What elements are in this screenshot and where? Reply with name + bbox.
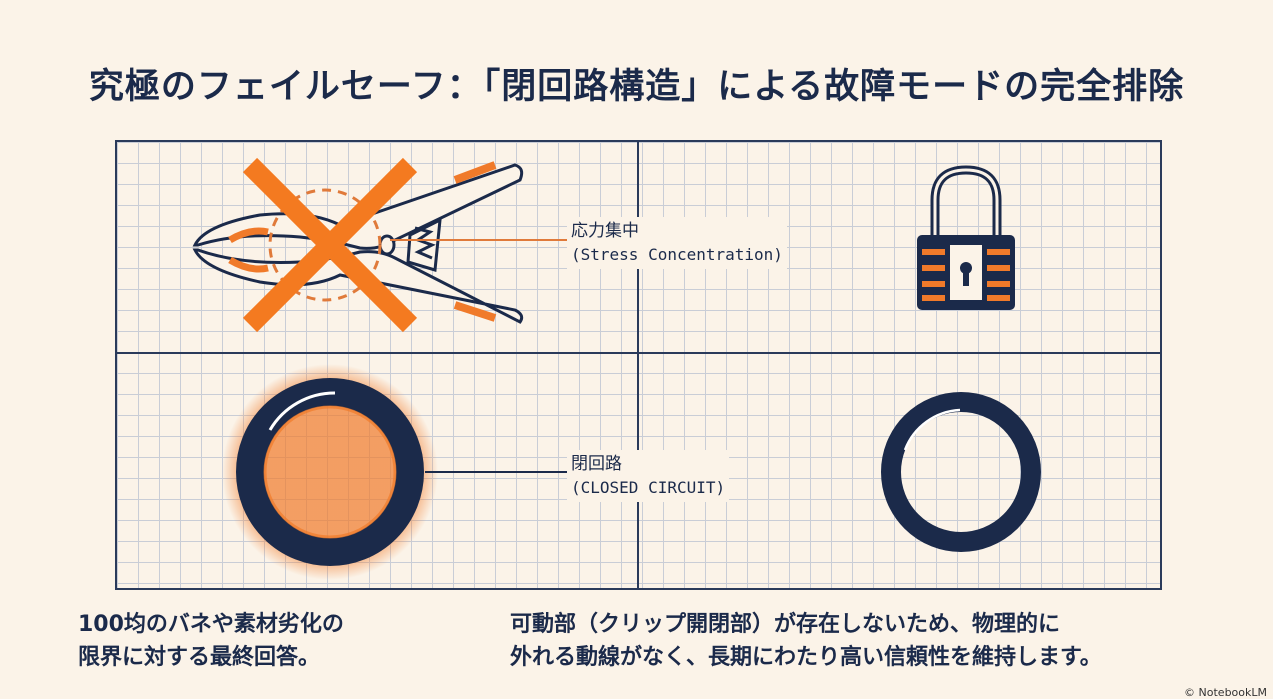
closed-label-jp: 閉回路 [571,454,622,474]
left-caption-line: 限界に対する最終回答。 [78,645,321,670]
padlock-icon [917,165,1015,310]
closed-circuit-label: 閉回路 (CLOSED CIRCUIT) [567,450,730,502]
left-caption: 100均のバネや素材劣化の 限界に対する最終回答。 [78,608,344,674]
right-caption: 可動部（クリップ開閉部）が存在しないため、物理的に 外れる動線がなく、長期にわた… [510,608,1102,674]
closed-ring-glowing-icon [222,364,438,580]
vertical-divider [637,140,639,590]
closed-ring-icon [881,392,1041,552]
cross-mark-icon [242,157,418,333]
clothespin-icon [192,161,524,324]
stress-label-jp: 応力集中 [571,221,639,241]
stress-concentration-label: 応力集中 (Stress Concentration) [567,217,787,269]
stress-label-en: (Stress Concentration) [571,245,783,264]
left-caption-line: 100均のバネや素材劣化の [78,612,344,637]
stress-circle-highlight [268,188,382,302]
closed-label-en: (CLOSED CIRCUIT) [571,478,726,497]
horizontal-divider [115,352,1162,354]
right-caption-line: 可動部（クリップ開閉部）が存在しないため、物理的に [510,612,1061,637]
slide-title: 究極のフェイルセーフ：「閉回路構造」による故障モードの完全排除 [88,67,1185,107]
right-caption-line: 外れる動線がなく、長期にわたり高い信頼性を維持します。 [510,645,1102,670]
